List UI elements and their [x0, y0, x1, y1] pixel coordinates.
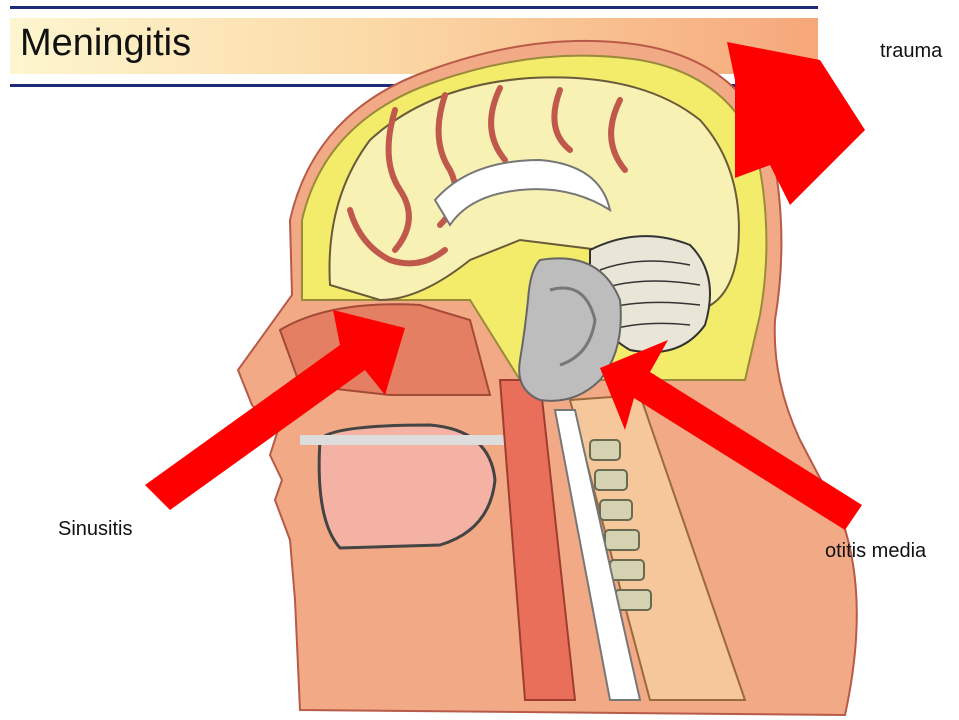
- corpus-callosum: [433, 158, 612, 227]
- otitis-media-label: otitis media: [825, 540, 927, 562]
- title-top-rule: [10, 6, 818, 9]
- ear-illustration: [518, 257, 622, 402]
- trauma-label: trauma: [880, 40, 943, 62]
- trauma-arrow: [727, 42, 865, 205]
- sinusitis-label: Sinusitis: [58, 518, 133, 540]
- sinusitis-arrow: [145, 310, 405, 510]
- spinal-cord: [553, 409, 642, 701]
- page-title: Meningitis: [20, 22, 192, 64]
- ear-inner-fold: [549, 286, 597, 367]
- otitis-arrow: [600, 340, 862, 530]
- tongue: [317, 423, 497, 550]
